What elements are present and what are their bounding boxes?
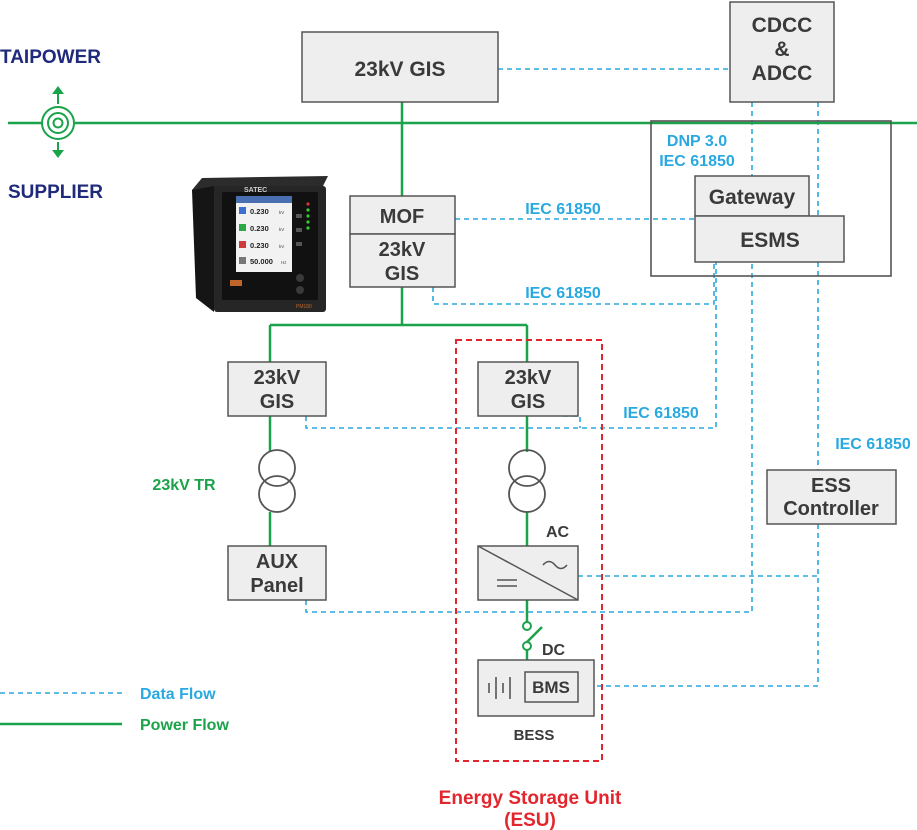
cdcc-amp-label: & bbox=[774, 38, 789, 61]
gis-left-box[interactable]: 23kV GIS bbox=[227, 361, 327, 417]
mof-label: MOF bbox=[380, 206, 424, 228]
grid-connection-icon bbox=[41, 86, 75, 158]
esu-subtitle: (ESU) bbox=[504, 810, 556, 830]
dc-switch-icon[interactable] bbox=[522, 621, 543, 651]
meter-reading-3: 0.230 bbox=[250, 241, 269, 250]
gis-right-box[interactable]: 23kV GIS bbox=[477, 361, 579, 417]
aux-panel-box[interactable]: AUX Panel bbox=[227, 545, 327, 601]
meter-brand: SATEC bbox=[244, 187, 267, 194]
gis-mof-label-1: 23kV bbox=[379, 239, 426, 261]
transformer-right-icon bbox=[508, 449, 546, 513]
iec-gis-right-label: IEC 61850 bbox=[623, 405, 699, 422]
bess-box[interactable]: BMS bbox=[477, 659, 595, 717]
ess-label-2: Controller bbox=[783, 498, 879, 520]
data-flow-lines bbox=[305, 68, 819, 687]
power-meter-image: SATEC PM180 0.230 kV 0.230 kV 0.230 kV 5… bbox=[192, 176, 328, 312]
pcs-inverter-icon[interactable] bbox=[477, 545, 579, 601]
esms-label: ESMS bbox=[740, 229, 800, 252]
transformer-left-icon bbox=[258, 449, 296, 513]
dc-label: DC bbox=[542, 642, 566, 659]
meter-unit-3: kV bbox=[279, 244, 284, 249]
aux-label-1: AUX bbox=[256, 551, 299, 573]
protocol-dnp-label: DNP 3.0 bbox=[667, 133, 727, 150]
data-line-ess-bms bbox=[578, 524, 819, 687]
iec-gis-label: IEC 61850 bbox=[525, 285, 601, 302]
data-line-gis-esms bbox=[432, 262, 715, 305]
data-line-gis-right bbox=[563, 415, 581, 428]
ess-controller-box[interactable]: ESS Controller bbox=[766, 469, 897, 525]
legend-data-label: Data Flow bbox=[140, 686, 216, 703]
meter-reading-2: 0.230 bbox=[250, 224, 269, 233]
transformer-label: 23kV TR bbox=[152, 477, 216, 494]
iec-mof-label: IEC 61850 bbox=[525, 201, 601, 218]
gis-mof-label-2: GIS bbox=[385, 263, 419, 285]
gis-mof-box[interactable]: 23kV GIS bbox=[349, 233, 456, 288]
esms-box[interactable]: ESMS bbox=[694, 215, 845, 263]
gis-main-label: 23kV GIS bbox=[354, 58, 445, 81]
cdcc-box[interactable]: CDCC & ADCC bbox=[729, 1, 835, 103]
aux-label-2: Panel bbox=[250, 575, 303, 597]
data-line-gis-left bbox=[305, 262, 717, 429]
meter-unit-4: Hz bbox=[281, 260, 287, 265]
protocol-iec-label: IEC 61850 bbox=[659, 153, 735, 170]
meter-unit-2: kV bbox=[279, 227, 284, 232]
legend-power-label: Power Flow bbox=[140, 717, 229, 734]
meter-model: PM180 bbox=[296, 304, 312, 310]
power-flow-lines bbox=[8, 102, 917, 660]
esu-title: Energy Storage Unit bbox=[439, 788, 622, 809]
battery-icon bbox=[488, 677, 511, 699]
meter-unit-1: kV bbox=[279, 210, 284, 215]
ess-label-1: ESS bbox=[811, 475, 851, 497]
gis-left-label-2: GIS bbox=[260, 391, 294, 413]
gateway-label: Gateway bbox=[709, 186, 796, 209]
meter-reading-1: 0.230 bbox=[250, 207, 269, 216]
adcc-label: ADCC bbox=[752, 62, 813, 85]
esu-frame bbox=[455, 339, 603, 762]
ac-label: AC bbox=[546, 524, 570, 541]
utility-label: TAIPOWER bbox=[0, 47, 101, 68]
control-room-frame bbox=[650, 120, 892, 277]
bess-label: BESS bbox=[514, 727, 555, 744]
bms-box[interactable] bbox=[524, 671, 579, 703]
supplier-label: SUPPLIER bbox=[8, 182, 103, 203]
mof-box[interactable]: MOF bbox=[349, 195, 456, 235]
gis-right-label-2: GIS bbox=[511, 391, 545, 413]
data-line-aux bbox=[305, 262, 753, 613]
gis-main-box[interactable]: 23kV GIS bbox=[301, 31, 499, 103]
gis-right-label-1: 23kV bbox=[505, 367, 552, 389]
meter-reading-4: 50.000 bbox=[250, 257, 273, 266]
iec-ess-label: IEC 61850 bbox=[835, 436, 911, 453]
bms-label: BMS bbox=[532, 678, 570, 697]
cdcc-label: CDCC bbox=[752, 14, 813, 37]
gateway-box[interactable]: Gateway bbox=[694, 175, 810, 217]
gis-left-label-1: 23kV bbox=[254, 367, 301, 389]
